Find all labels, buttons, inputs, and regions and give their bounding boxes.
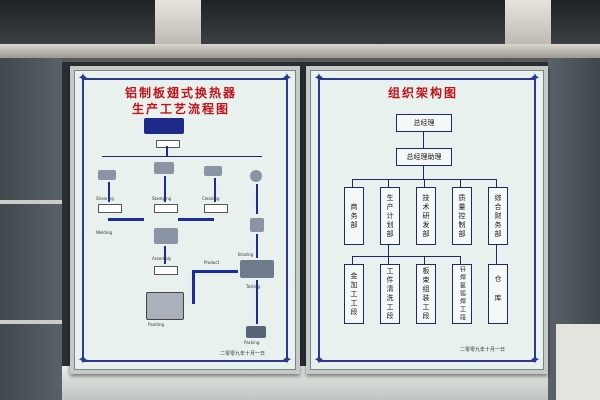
assembly-icon (154, 228, 178, 244)
truck-icon (144, 118, 184, 134)
flow-arrow (192, 270, 195, 304)
org-connector (388, 256, 389, 264)
org-connector (352, 256, 460, 257)
corner-ornament: ✦ (77, 71, 89, 86)
flow-branch-line (102, 156, 262, 157)
flow-board-date: 二零零九年十月一日 (220, 351, 266, 357)
flow-step-label: Welding (96, 230, 113, 235)
flow-step-label: Painting (148, 322, 165, 327)
flow-arrow (256, 184, 258, 214)
flow-step-box (156, 140, 180, 148)
flow-step-box (154, 266, 178, 275)
org-connector (388, 179, 389, 187)
ceiling-beam (155, 0, 201, 46)
window-frame (0, 320, 62, 324)
org-connector (352, 256, 353, 264)
org-node-gm: 总经理 (396, 114, 452, 132)
flow-step-label: Testing (246, 284, 261, 289)
org-chart-board: ✦ ✦ ✦ ✦ 组织架构图 总经理 总经理助理 商务部 生产计划部 技术研发部 … (306, 66, 548, 374)
corner-ornament: ✦ (529, 71, 541, 86)
corner-ornament: ✦ (529, 353, 541, 368)
flow-arrow (164, 176, 166, 202)
ceiling-rail (0, 44, 600, 58)
corner-ornament: ✦ (77, 353, 89, 368)
flow-step-label: Cleaning (202, 196, 220, 201)
org-node-workshop: 金加工工段 (344, 264, 364, 324)
corner-ornament: ✦ (281, 353, 293, 368)
org-node-assistant: 总经理助理 (396, 148, 452, 166)
flow-step-box (98, 204, 122, 213)
org-connector (460, 179, 461, 187)
org-title: 组织架构图 (387, 86, 458, 100)
org-connector (388, 244, 389, 256)
flow-arrow (166, 146, 168, 156)
flow-step-box (154, 204, 178, 213)
furnace-icon (240, 260, 274, 278)
corner-ornament: ✦ (313, 353, 325, 368)
org-node-workshop: 板束组装工段 (416, 264, 436, 324)
org-connector (496, 179, 497, 187)
org-connector (352, 179, 353, 187)
left-window-wall (0, 58, 62, 400)
flow-step-label: Stamping (152, 196, 172, 201)
org-node-department: 技术研发部 (416, 187, 436, 245)
org-connector (423, 165, 424, 179)
flow-step-label: Packing (244, 340, 260, 345)
material-icon (250, 218, 264, 232)
flow-step-label: Shearing (96, 196, 114, 201)
material-icon (154, 162, 174, 174)
org-node-department: 商务部 (344, 187, 364, 245)
flow-arrow (108, 182, 110, 202)
flow-arrow (108, 218, 144, 221)
org-node-workshop: 钎焊氩弧焊工段 (452, 264, 472, 324)
org-connector (496, 244, 497, 264)
flow-arrow (164, 246, 166, 264)
org-connector (424, 179, 425, 187)
flow-step-label: Brazing (238, 252, 254, 257)
material-icon (98, 170, 116, 180)
board-border (318, 78, 536, 362)
board-border (82, 78, 288, 362)
flow-step-label: Assembly (152, 256, 172, 261)
flow-title-line1: 铝制板翅式换热器 (124, 86, 237, 100)
corner-ornament: ✦ (281, 71, 293, 86)
heat-exchanger-icon (146, 292, 184, 320)
flow-arrow (178, 218, 214, 221)
ceiling-beam (505, 0, 551, 46)
org-node-workshop: 工件清洗工段 (380, 264, 400, 324)
flow-step-box (204, 204, 228, 213)
org-node-department: 综合财务部 (488, 187, 508, 245)
packing-icon (246, 326, 266, 338)
flow-title-line2: 生产工艺流程图 (131, 102, 230, 116)
org-connector (423, 131, 424, 148)
window-frame (0, 200, 62, 204)
org-node-department: 质量控制部 (452, 187, 472, 245)
org-connector (424, 256, 425, 264)
notice-paper (556, 324, 600, 400)
flow-arrow (214, 178, 216, 202)
flow-arrow (256, 280, 258, 324)
org-node-workshop: 仓库 (488, 264, 508, 324)
org-node-department: 生产计划部 (380, 187, 400, 245)
flow-step-label: Product (204, 260, 220, 265)
process-flow-board: ✦ ✦ ✦ ✦ 铝制板翅式换热器 生产工艺流程图 Shearing Stampi… (70, 66, 300, 374)
flow-arrow (256, 234, 258, 258)
org-board-date: 二零零九年十月一日 (460, 347, 506, 353)
corner-ornament: ✦ (313, 71, 325, 86)
flow-arrow (192, 270, 238, 273)
material-icon (204, 166, 222, 176)
org-connector (460, 256, 461, 264)
material-icon (250, 170, 262, 182)
